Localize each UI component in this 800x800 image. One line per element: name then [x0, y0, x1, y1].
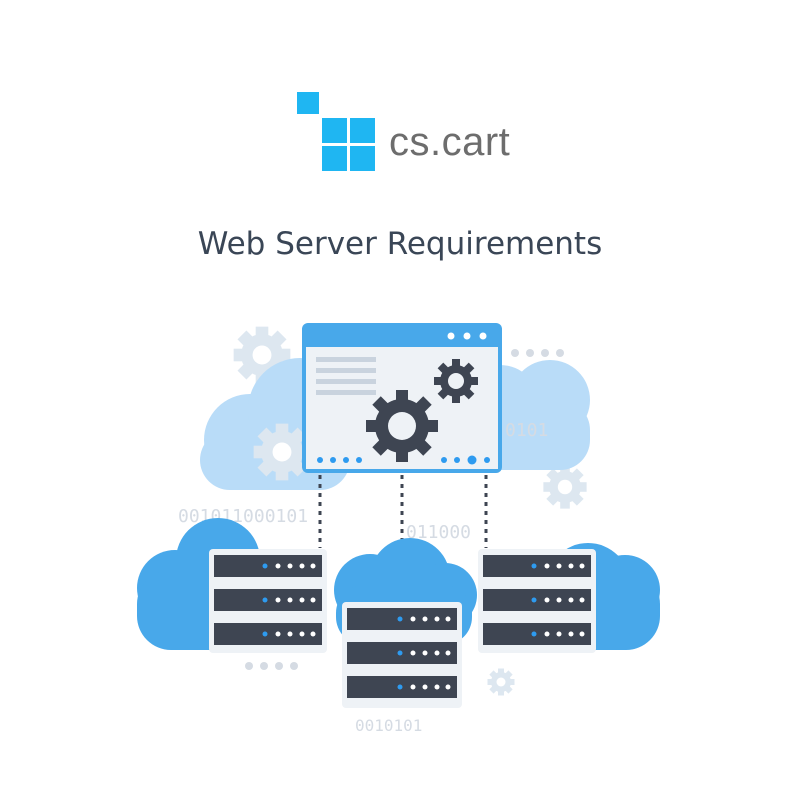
- brand-name: cs.cart: [389, 120, 511, 164]
- server-stack-center: [342, 602, 462, 708]
- server-stack-right: [478, 549, 596, 653]
- binary-text-center: 011000: [406, 522, 471, 543]
- browser-window: [302, 323, 502, 473]
- gear-icon: [434, 359, 478, 403]
- server-stack-left: [209, 549, 327, 653]
- gear-icon: [487, 668, 515, 696]
- binary-text-bottom: 0010101: [355, 716, 422, 735]
- binary-text-right: 0101: [505, 420, 548, 441]
- gear-icon: [543, 465, 587, 509]
- page-title: Web Server Requirements: [197, 226, 603, 262]
